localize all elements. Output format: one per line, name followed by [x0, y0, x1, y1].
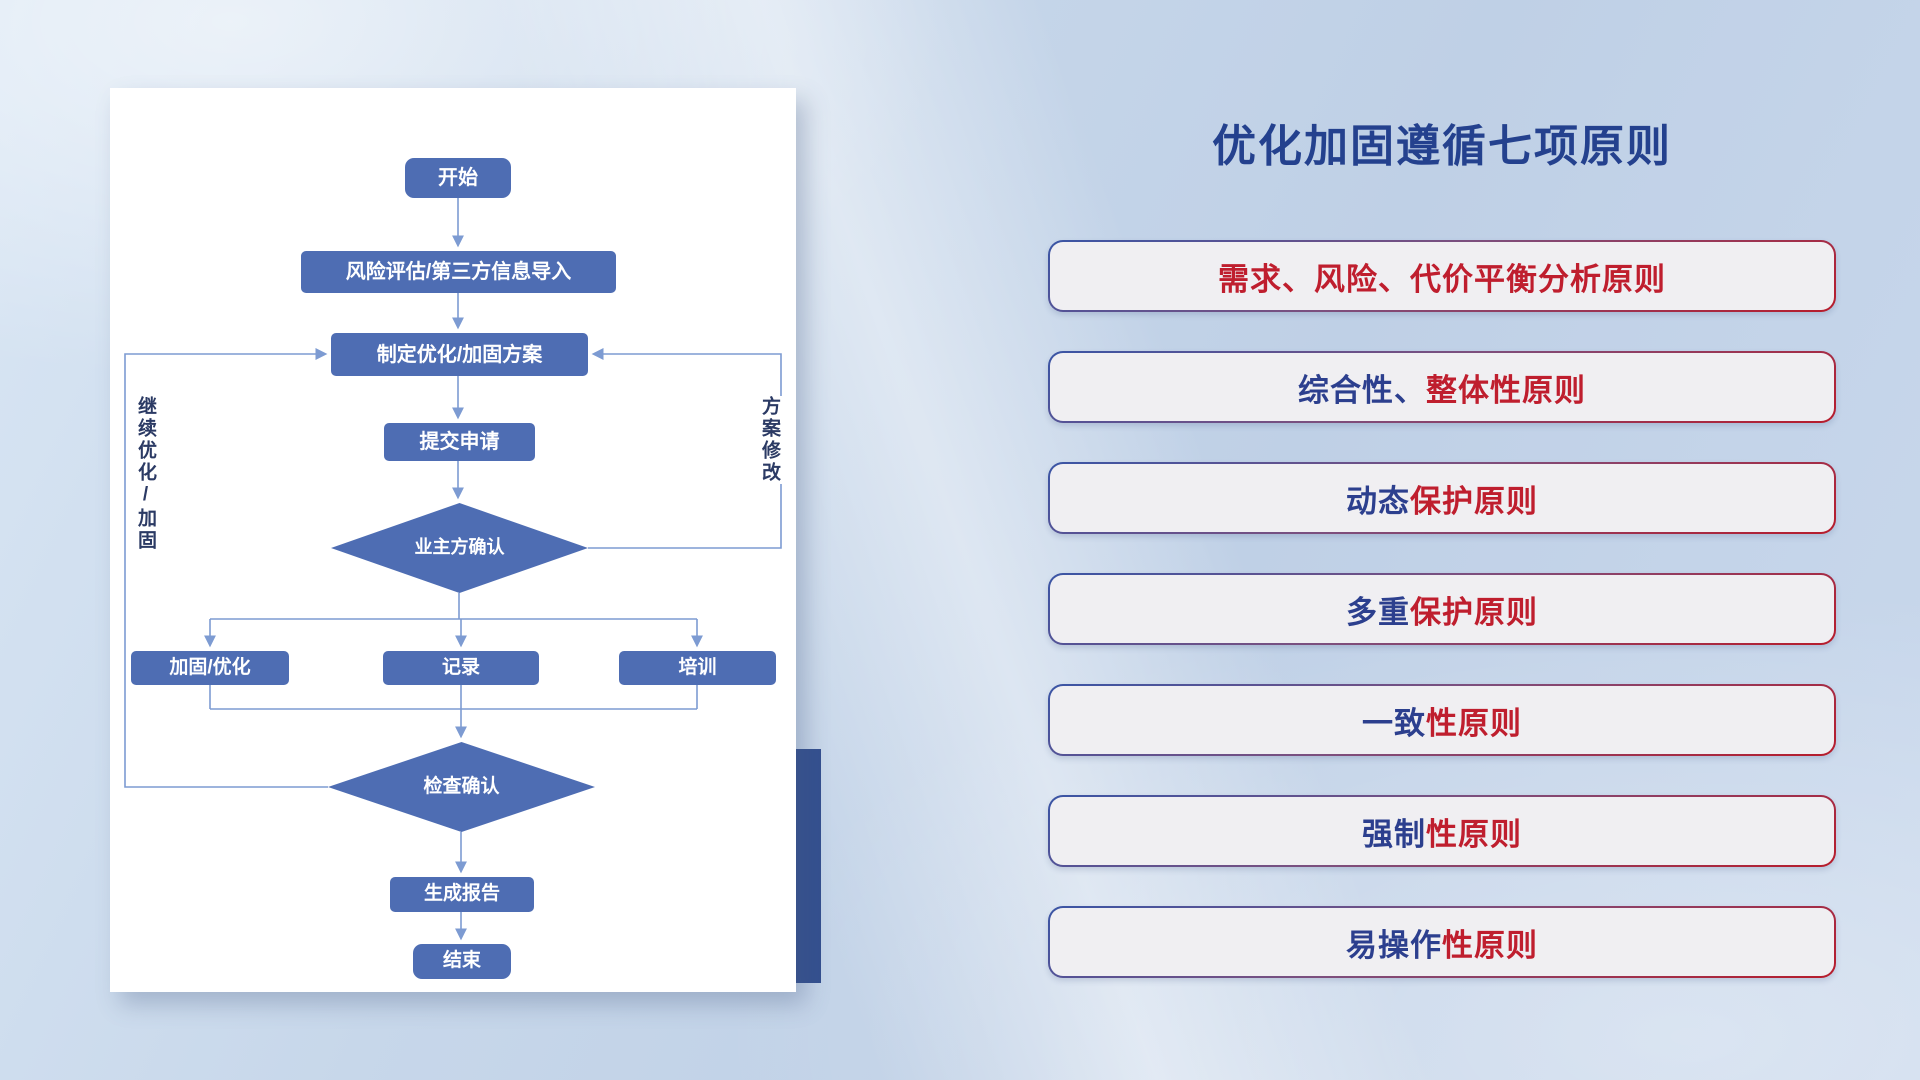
principle-text-segment: 保护原则 [1410, 594, 1538, 630]
principle-text-segment: 整体性原则 [1426, 372, 1586, 408]
flowchart-node-reinforce: 加固/优化 [131, 651, 289, 685]
flowchart-node-end: 结束 [413, 944, 511, 979]
principle-item: 综合性、整体性原则 [1048, 351, 1836, 423]
principle-item: 一致性原则 [1048, 684, 1836, 756]
principle-text: 一致性原则 [1050, 686, 1834, 754]
principle-text: 动态保护原则 [1050, 464, 1834, 532]
principle-text-segment: 性原则 [1426, 816, 1522, 852]
principle-item: 动态保护原则 [1048, 462, 1836, 534]
flowchart-node-submit: 提交申请 [384, 423, 535, 461]
principles-list: 需求、风险、代价平衡分析原则综合性、整体性原则动态保护原则多重保护原则一致性原则… [1048, 240, 1836, 978]
principle-text: 易操作性原则 [1050, 908, 1834, 976]
principle-text: 强制性原则 [1050, 797, 1834, 865]
flowchart-card: 开始 风险评估/第三方信息导入 制定优化/加固方案 提交申请 业主方确认 加固/… [110, 88, 796, 992]
panel-title: 优化加固遵循七项原则 [1212, 122, 1672, 171]
principle-item: 易操作性原则 [1048, 906, 1836, 978]
principle-text-segment: 需求、风险、代价平衡分析原则 [1218, 261, 1666, 297]
principle-text: 多重保护原则 [1050, 575, 1834, 643]
flowchart-node-record: 记录 [383, 651, 539, 685]
principle-text-segment: 综合性、 [1298, 372, 1426, 408]
flowchart-node-make-plan: 制定优化/加固方案 [331, 333, 588, 376]
principle-text: 综合性、整体性原则 [1050, 353, 1834, 421]
principle-text-segment: 易操作 [1346, 927, 1442, 963]
principle-text: 需求、风险、代价平衡分析原则 [1050, 242, 1834, 310]
principle-text-segment: 性原则 [1426, 705, 1522, 741]
flowchart-connectors [124, 198, 782, 941]
flowchart-label-plan-revise: 方案修改 [756, 396, 783, 484]
flowchart-label-continue-optimize: 继续优化/加固 [132, 396, 159, 552]
principle-text-segment: 一致 [1362, 705, 1426, 741]
principle-text-segment: 动态 [1346, 483, 1410, 519]
principle-item: 需求、风险、代价平衡分析原则 [1048, 240, 1836, 312]
principle-text-segment: 多重 [1346, 594, 1410, 630]
principle-text-segment: 性原则 [1442, 927, 1538, 963]
flowchart-node-report: 生成报告 [390, 877, 534, 912]
principle-text-segment: 强制 [1362, 816, 1426, 852]
principle-text-segment: 保护原则 [1410, 483, 1538, 519]
flowchart-node-start: 开始 [405, 158, 511, 198]
flowchart-node-training: 培训 [619, 651, 776, 685]
principle-item: 多重保护原则 [1048, 573, 1836, 645]
principles-panel: 优化加固遵循七项原则 需求、风险、代价平衡分析原则综合性、整体性原则动态保护原则… [1048, 110, 1836, 978]
flowchart-node-risk-import: 风险评估/第三方信息导入 [301, 251, 616, 293]
principle-item: 强制性原则 [1048, 795, 1836, 867]
